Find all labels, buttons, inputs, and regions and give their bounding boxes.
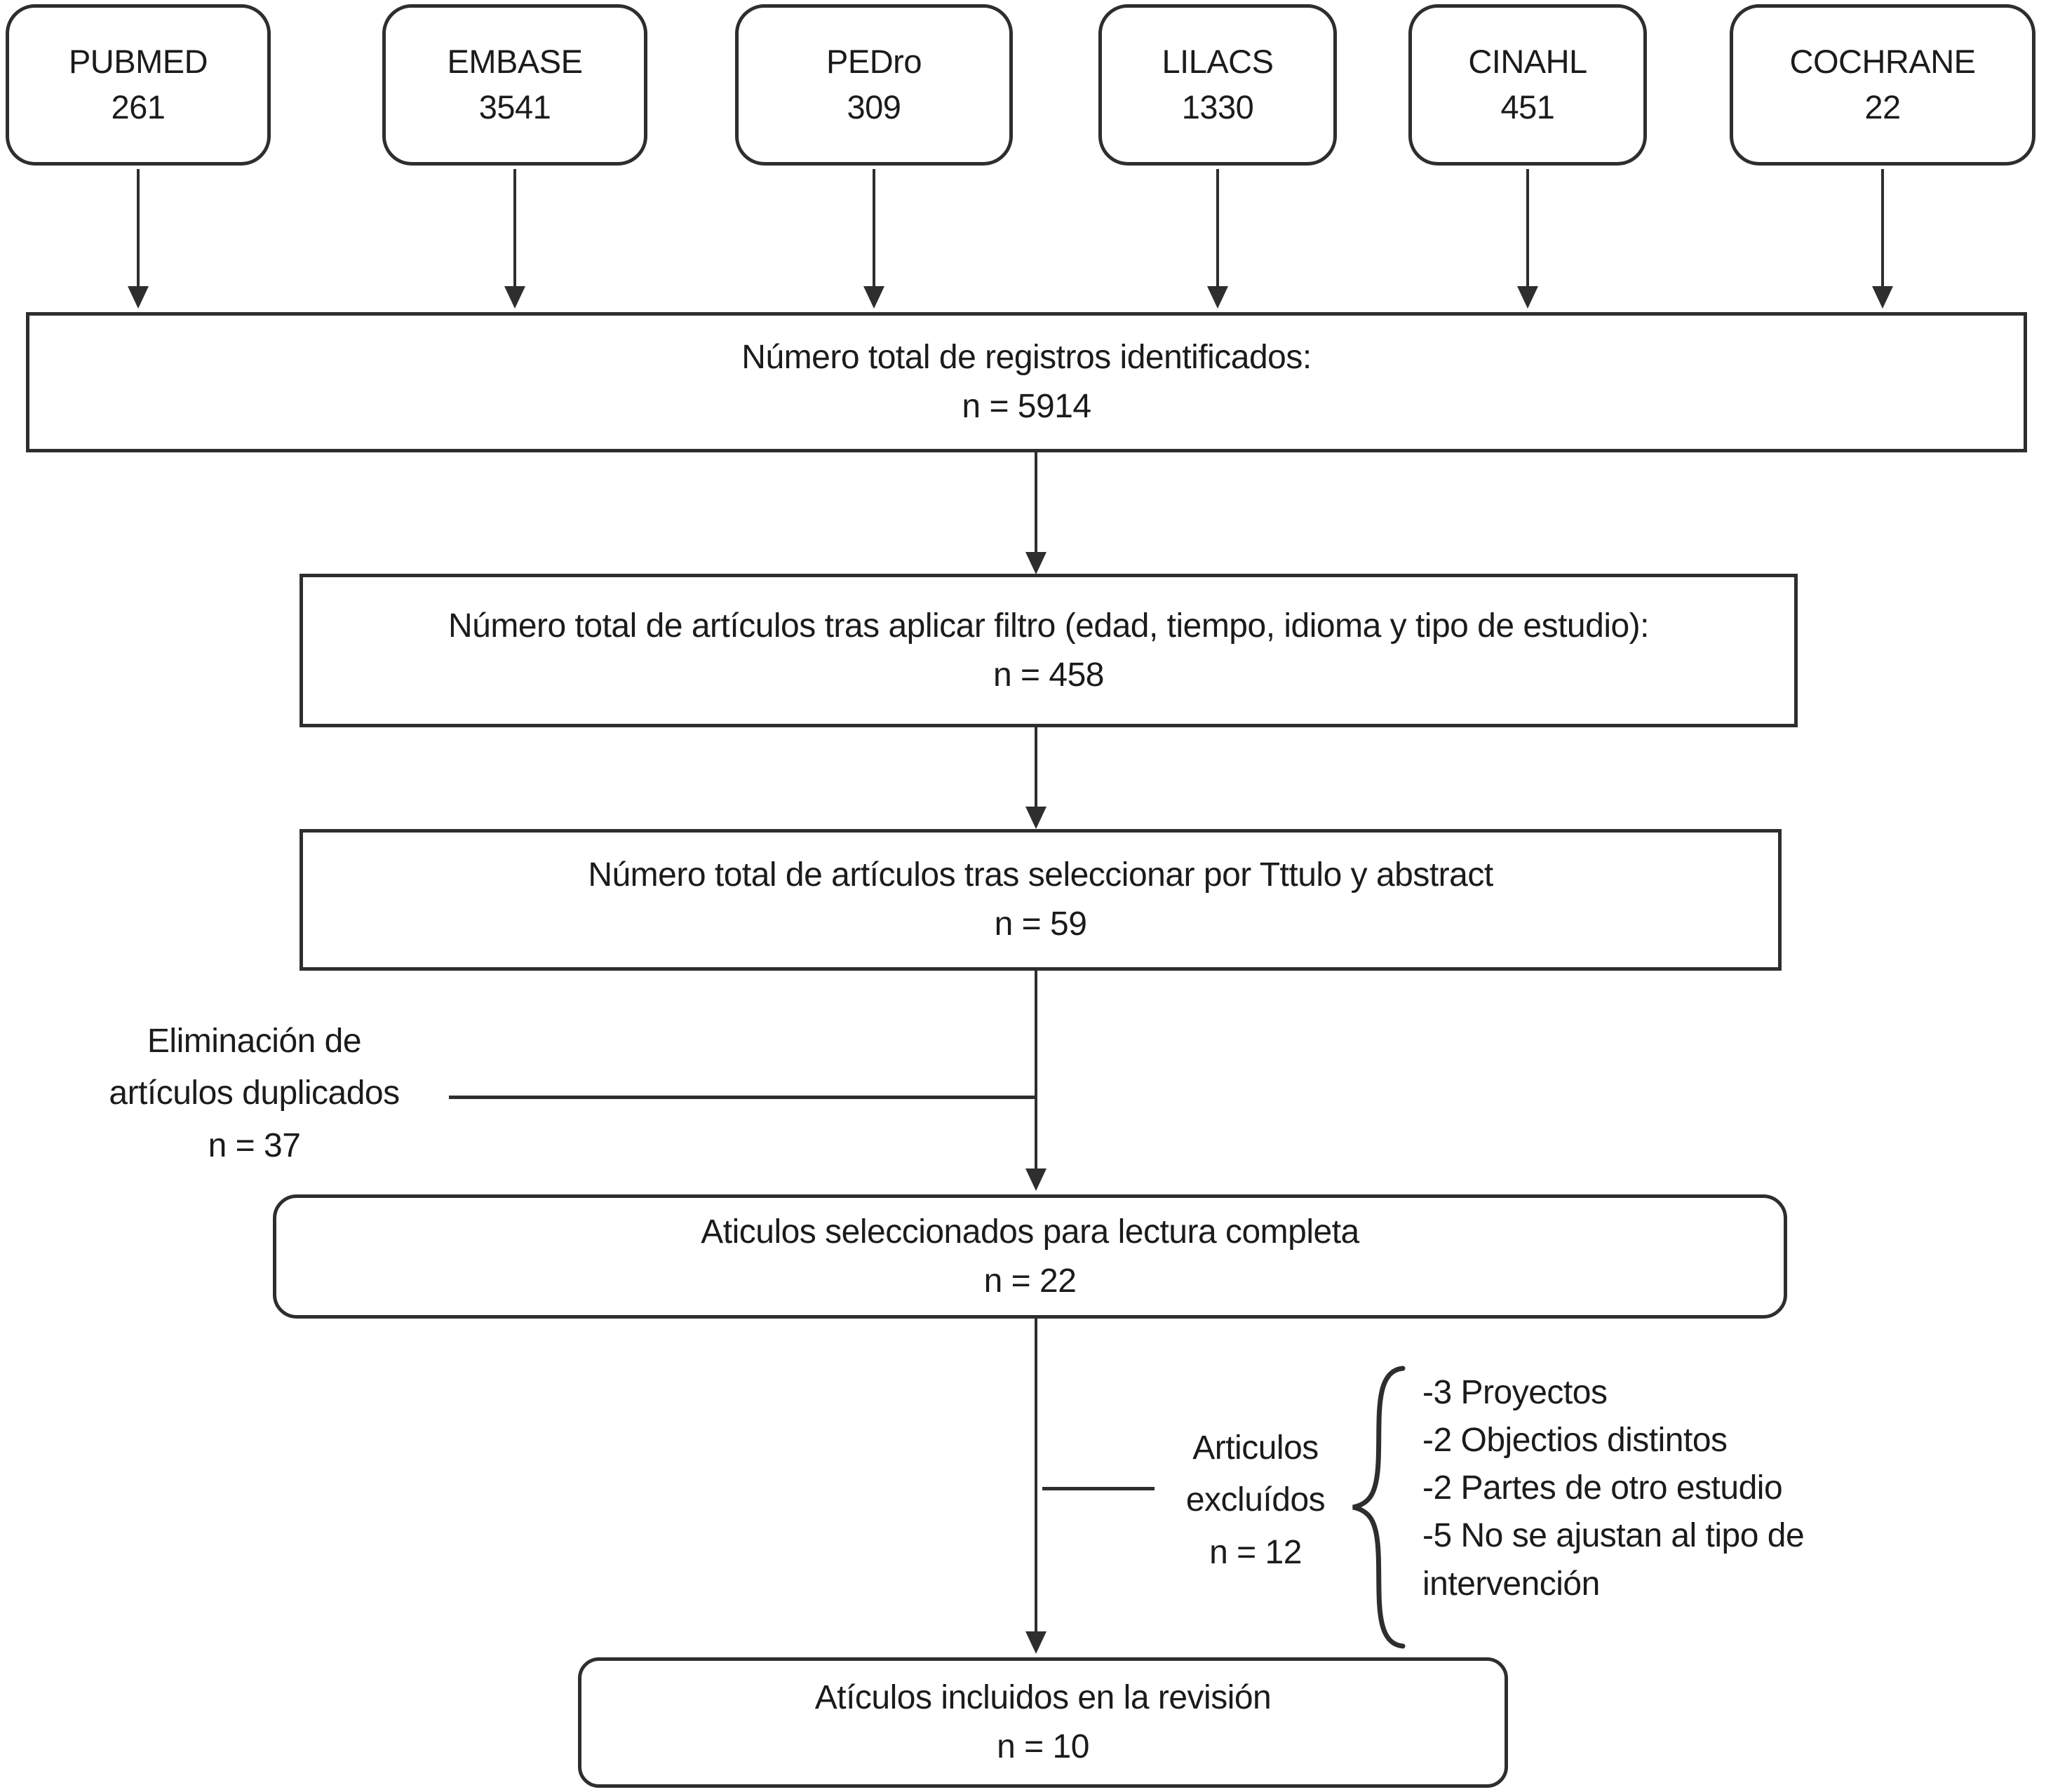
- arrow-line: [1035, 452, 1037, 552]
- arrow-head-icon: [863, 286, 884, 309]
- box-title-abstract: Número total de artículos tras seleccion…: [300, 829, 1782, 971]
- arrow-head-icon: [1025, 807, 1046, 829]
- box-n: n = 458: [993, 656, 1104, 694]
- duplicates-line: n = 37: [208, 1126, 301, 1164]
- reason-item: -2 Objectios distintos: [1422, 1422, 1728, 1460]
- source-count: 261: [111, 88, 166, 126]
- box-label: Aticulos seleccionados para lectura comp…: [701, 1213, 1359, 1251]
- reason-item: -2 Partes de otro estudio: [1422, 1469, 1783, 1507]
- duplicates-line: artículos duplicados: [109, 1074, 400, 1112]
- arrow-head-icon: [1025, 552, 1046, 574]
- arrow-line: [873, 169, 875, 286]
- reason-item: -5 No se ajustan al tipo de intervención: [1422, 1517, 1805, 1603]
- box-n: n = 10: [997, 1728, 1089, 1765]
- source-count: 451: [1500, 88, 1555, 126]
- box-n: n = 22: [983, 1262, 1077, 1300]
- source-name: EMBASE: [447, 43, 583, 81]
- source-count: 3541: [478, 88, 551, 126]
- box-label: Número total de artículos tras seleccion…: [588, 856, 1493, 894]
- box-n: n = 59: [994, 905, 1087, 943]
- box-label: Número total de registros identificados:: [741, 339, 1312, 377]
- source-count: 22: [1864, 88, 1901, 126]
- reason-item: -3 Proyectos: [1422, 1374, 1608, 1411]
- connector-line: [1042, 1487, 1155, 1490]
- arrow-head-icon: [128, 286, 149, 309]
- exclusion-reasons: -3 Proyectos -2 Objectios distintos -2 P…: [1422, 1369, 1889, 1608]
- source-box-cochrane: COCHRANE 22: [1730, 4, 2035, 166]
- box-n: n = 5914: [962, 388, 1091, 425]
- excluded-line: n = 12: [1209, 1533, 1302, 1571]
- connector-line: [449, 1096, 1036, 1099]
- arrow-line: [513, 169, 516, 286]
- source-name: PUBMED: [68, 43, 208, 81]
- source-box-lilacs: LILACS 1330: [1098, 4, 1337, 166]
- arrow-head-icon: [1517, 286, 1538, 309]
- source-count: 309: [847, 88, 901, 126]
- box-included: Atículos incluidos en la revisión n = 10: [578, 1657, 1508, 1788]
- arrow-line: [137, 169, 140, 286]
- duplicates-note: Eliminación de artículos duplicados n = …: [74, 1016, 435, 1172]
- arrow-line: [1881, 169, 1884, 286]
- source-name: PEDro: [826, 43, 922, 81]
- source-name: CINAHL: [1468, 43, 1587, 81]
- source-box-pubmed: PUBMED 261: [6, 4, 271, 166]
- arrow-line: [1216, 169, 1219, 286]
- arrow-head-icon: [1025, 1631, 1046, 1654]
- excluded-line: excluídos: [1185, 1481, 1326, 1519]
- arrow-line: [1035, 727, 1037, 807]
- excluded-line: Articulos: [1192, 1429, 1319, 1467]
- box-total-identified: Número total de registros identificados:…: [26, 312, 2027, 452]
- arrow-head-icon: [1872, 286, 1893, 309]
- source-box-embase: EMBASE 3541: [382, 4, 647, 166]
- source-name: LILACS: [1162, 43, 1274, 81]
- arrow-head-icon: [504, 286, 525, 309]
- source-name: COCHRANE: [1789, 43, 1976, 81]
- source-box-pedro: PEDro 309: [735, 4, 1013, 166]
- arrow-line: [1526, 169, 1529, 286]
- curly-brace-icon: [1352, 1366, 1406, 1649]
- box-label: Número total de artículos tras aplicar f…: [448, 607, 1650, 645]
- source-count: 1330: [1181, 88, 1254, 126]
- source-box-cinahl: CINAHL 451: [1408, 4, 1647, 166]
- arrow-head-icon: [1025, 1168, 1046, 1191]
- duplicates-line: Eliminación de: [147, 1023, 362, 1060]
- box-full-text: Aticulos seleccionados para lectura comp…: [273, 1194, 1787, 1319]
- arrow-head-icon: [1207, 286, 1228, 309]
- arrow-line: [1035, 1319, 1037, 1631]
- box-after-filter: Número total de artículos tras aplicar f…: [300, 574, 1798, 727]
- box-label: Atículos incluidos en la revisión: [814, 1679, 1272, 1717]
- arrow-line: [1035, 971, 1037, 1168]
- excluded-note: Articulos excluídos n = 12: [1143, 1422, 1368, 1579]
